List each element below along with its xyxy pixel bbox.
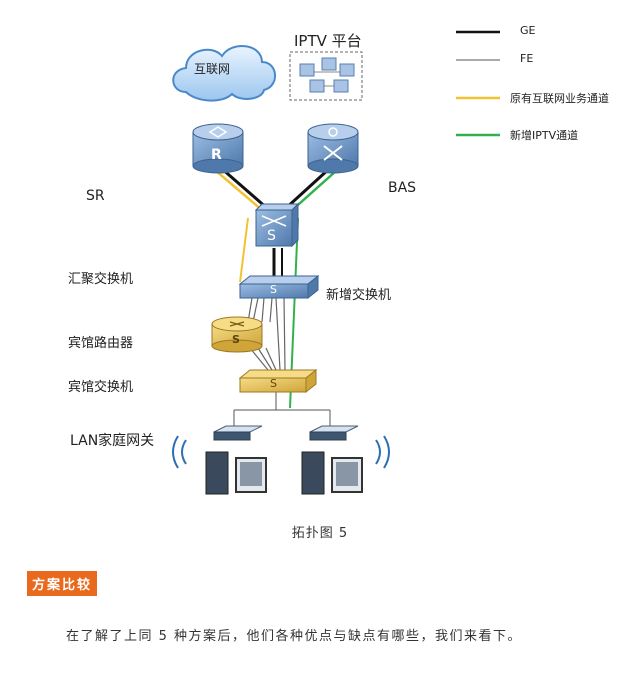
aggregation-switch-letter: S [267, 228, 276, 244]
new-switch-icon [238, 274, 320, 300]
legend-fe-label: FE [520, 52, 534, 65]
lan-terminal-right-icon [301, 425, 390, 495]
sr-router-letter: R [211, 147, 222, 163]
lan-terminal-left-icon [172, 425, 267, 495]
network-topology-diagram [172, 30, 500, 495]
hotel-router-letter: S [232, 333, 240, 346]
internet-label: 互联网 [194, 62, 231, 76]
fe-links-hotel-switch [249, 297, 286, 371]
hotel-router-label: 宾馆路由器 [68, 336, 134, 351]
section-title: 方案比较 [27, 571, 98, 596]
original-channel-left [239, 217, 249, 283]
new-switch-label: 新增交换机 [326, 288, 392, 303]
ge-link-sr [214, 166, 269, 212]
bas-label: BAS [388, 180, 417, 196]
legend-iptv-label: 新增IPTV通道 [510, 129, 579, 142]
hotel-switch-letter: S [270, 377, 277, 390]
hotel-switch-label: 宾馆交换机 [68, 380, 134, 395]
internet-cloud-icon [172, 44, 276, 102]
sr-label: SR [86, 188, 105, 204]
aggregation-switch-icon [254, 202, 300, 248]
legend-original-label: 原有互联网业务通道 [510, 92, 609, 105]
figure-caption: 拓扑图 5 [291, 526, 349, 541]
iptv-platform-icon [289, 51, 363, 101]
lan-gateway-label: LAN家庭网关 [70, 433, 155, 449]
hotel-router-icon [211, 316, 263, 353]
body-paragraph: 在了解了上同 5 种方案后，他们各种优点与缺点有哪些，我们来看下。 [66, 629, 523, 644]
sr-router-icon [192, 123, 244, 174]
hotel-switch-icon [238, 368, 318, 394]
fe-links-terminals [233, 392, 331, 430]
new-switch-letter: S [270, 283, 277, 296]
bas-device-icon [307, 123, 359, 174]
iptv-platform-label: IPTV 平台 [294, 32, 362, 50]
legend-ge-label: GE [520, 24, 536, 37]
aggregation-switch-label: 汇聚交换机 [68, 272, 134, 287]
